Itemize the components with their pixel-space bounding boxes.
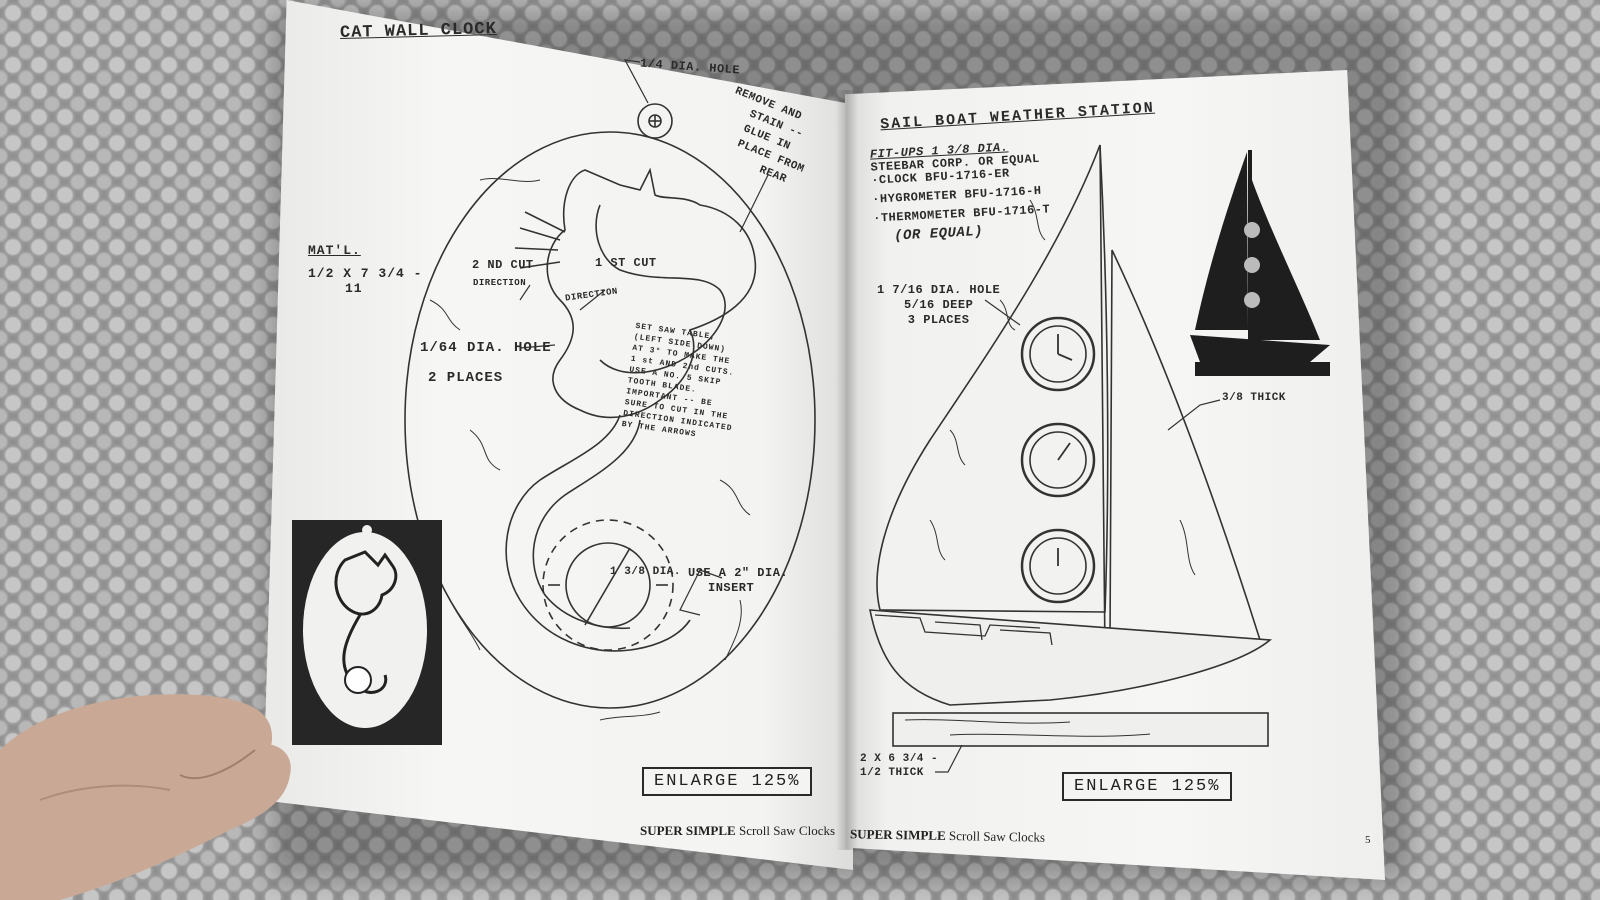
small-hole-label: 1/64 DIA. HOLE xyxy=(420,340,552,356)
hole-line: 5/16 DEEP xyxy=(903,298,974,312)
second-cut-label: 2 ND CUT xyxy=(472,258,534,272)
clock-insert-inner xyxy=(565,542,651,628)
boat-base xyxy=(892,712,1269,747)
base-line: 2 X 6 3/4 - xyxy=(860,753,939,765)
saw-table-note: SET SAW TABLE, (LEFT SIDE DOWN) AT 3° TO… xyxy=(621,321,745,445)
base-spec: 2 X 6 3/4 - 1/2 THICK xyxy=(860,752,938,780)
footer-bold: SUPER SIMPLE xyxy=(849,826,946,843)
book-gutter xyxy=(836,90,858,850)
fitups-list: FIT-UPS 1 3/8 DIA. STEEBAR CORP. OR EQUA… xyxy=(869,136,1051,247)
cat-clock-photo xyxy=(292,520,442,745)
clock-gauge xyxy=(1020,316,1096,392)
hole-spec: 1 7/16 DIA. HOLE 5/16 DEEP 3 PLACES xyxy=(877,283,1000,328)
clock-oval-outline xyxy=(404,131,816,709)
left-footer: SUPER SIMPLE Scroll Saw Clocks xyxy=(640,823,835,839)
hand xyxy=(0,694,291,900)
direction-label-1: DIRECTION xyxy=(473,278,527,288)
sail-thickness-label: 3/8 THICK xyxy=(1222,392,1286,404)
material-value: 1/2 X 7 3/4 - xyxy=(308,266,423,281)
right-footer: SUPER SIMPLE Scroll Saw Clocks xyxy=(850,826,1045,845)
hull xyxy=(869,609,1273,706)
right-enlarge-box: ENLARGE 125% xyxy=(1062,772,1233,801)
footer-rest: Scroll Saw Clocks xyxy=(738,823,836,838)
footer-bold: SUPER SIMPLE xyxy=(640,823,736,838)
hole-line: 3 PLACES xyxy=(907,313,970,327)
small-hole-places: 2 PLACES xyxy=(428,370,504,386)
clock-insert-outer xyxy=(542,519,674,651)
mast xyxy=(1099,144,1106,656)
thermometer-gauge xyxy=(1020,528,1096,604)
note-line: USE A 2" DIA. xyxy=(688,566,789,580)
hygrometer-gauge xyxy=(1020,422,1096,498)
left-enlarge-box: ENLARGE 125% xyxy=(642,767,813,796)
first-cut-label: 1 ST CUT xyxy=(595,256,657,270)
cat-silhouette-cut xyxy=(546,167,757,419)
page-number: 5 xyxy=(1365,834,1371,846)
sailboat-photo xyxy=(1190,150,1330,376)
base-line: 1/2 THICK xyxy=(860,767,924,779)
footer-rest: Scroll Saw Clocks xyxy=(948,828,1046,845)
hole-line: 1 7/16 DIA. HOLE xyxy=(877,283,1001,297)
insert-note: USE A 2" DIA. INSERT xyxy=(688,566,788,596)
jib-sail xyxy=(1109,249,1262,641)
material-value-2: 11 xyxy=(345,281,363,296)
clock-diameter-label: 1 3/8 DIA. xyxy=(610,566,682,578)
cat-clock-pattern xyxy=(404,59,816,721)
material-heading: MAT'L. xyxy=(308,243,361,258)
cat-tail-cut xyxy=(505,414,691,652)
note-line: INSERT xyxy=(708,581,755,595)
sailboat-pattern xyxy=(869,144,1273,773)
